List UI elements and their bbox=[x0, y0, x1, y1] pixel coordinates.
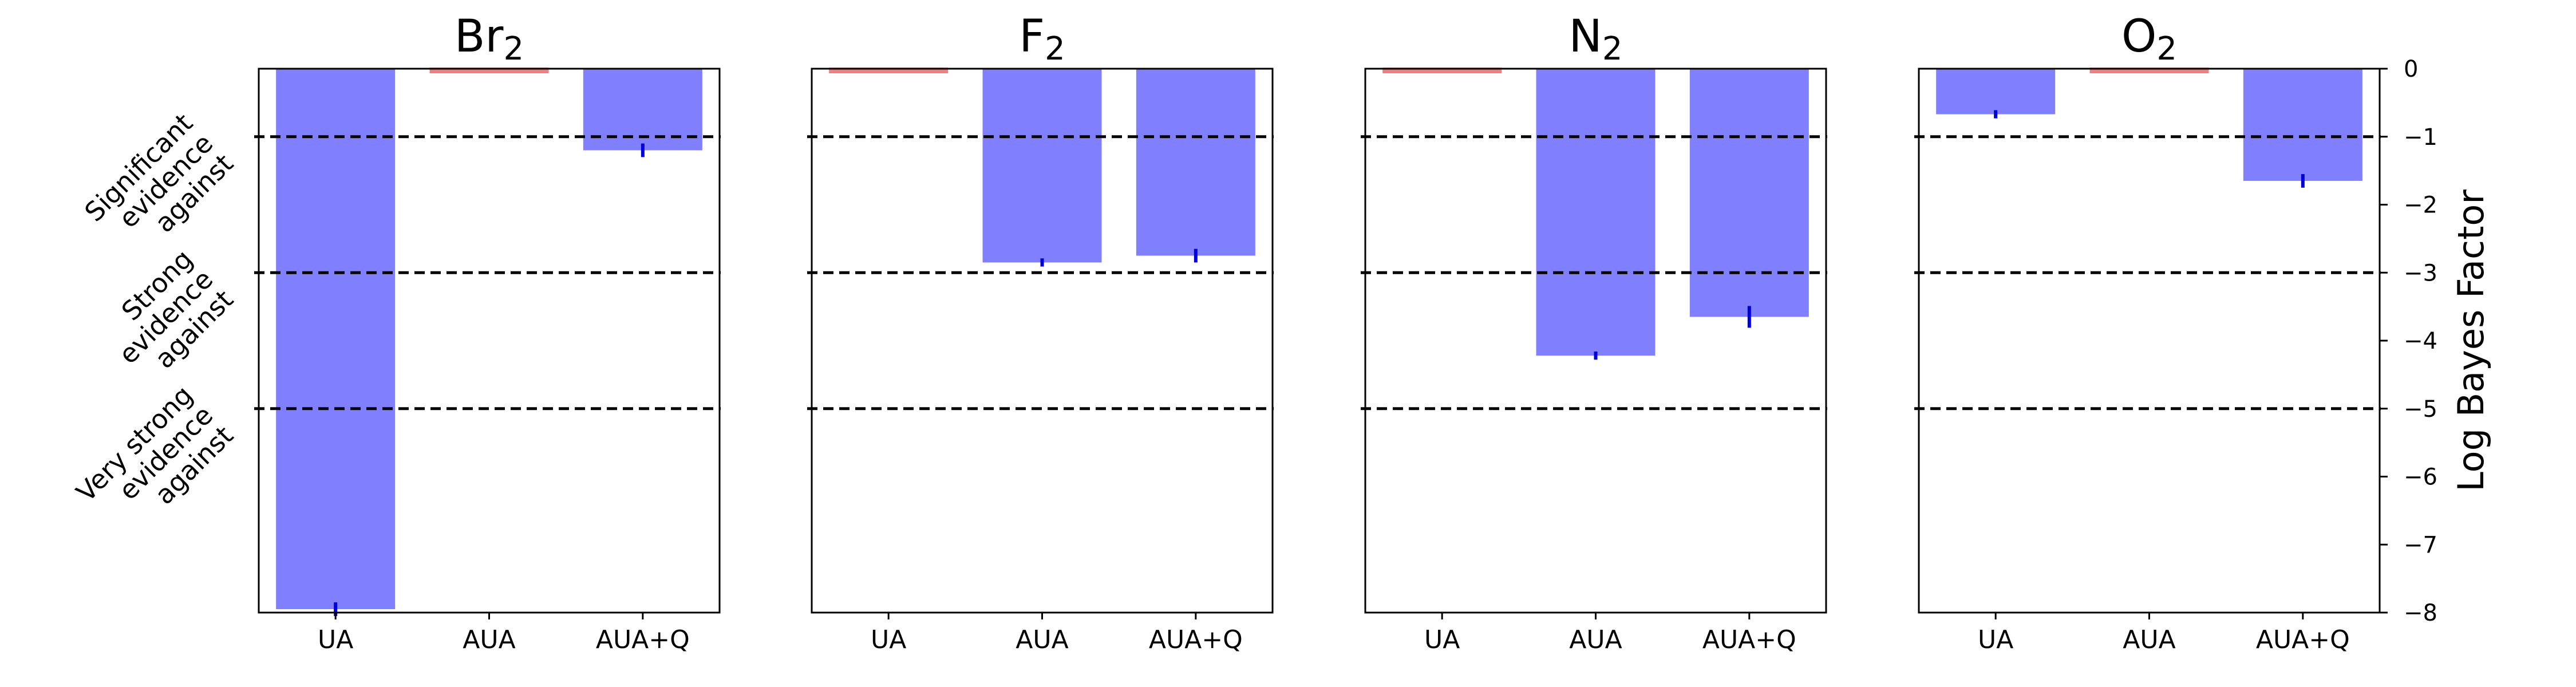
x-tick-label: AUA+Q bbox=[1702, 625, 1796, 654]
evidence-label: Significantevidenceagainst bbox=[78, 108, 239, 269]
x-tick-label: UA bbox=[871, 625, 906, 654]
y-tick-label: −8 bbox=[2404, 600, 2437, 626]
y-tick-label: −2 bbox=[2404, 192, 2437, 219]
panel-title: F2 bbox=[1019, 11, 1065, 68]
x-tick-label: UA bbox=[1424, 625, 1460, 654]
bar bbox=[276, 69, 396, 610]
panel-title: N2 bbox=[1569, 11, 1623, 68]
evidence-label: Strongevidenceagainst bbox=[92, 243, 239, 390]
panel-title: Br2 bbox=[455, 11, 524, 68]
reference-bar bbox=[2089, 68, 2209, 73]
reference-bar bbox=[429, 68, 549, 73]
reference-bar bbox=[1382, 68, 1502, 73]
y-axis-label: Log Bayes Factor bbox=[2450, 189, 2492, 492]
evidence-label: Very strongevidenceagainst bbox=[70, 380, 239, 548]
y-tick-label: 0 bbox=[2404, 56, 2418, 82]
y-tick-label: −5 bbox=[2404, 396, 2437, 423]
x-tick-label: AUA bbox=[463, 625, 515, 654]
x-tick-label: AUA bbox=[1016, 625, 1068, 654]
x-tick-label: AUA bbox=[2123, 625, 2175, 654]
x-tick-label: AUA+Q bbox=[1149, 625, 1243, 654]
bar bbox=[1536, 69, 1656, 356]
y-tick-label: −4 bbox=[2404, 328, 2437, 354]
y-tick-label: −1 bbox=[2404, 124, 2437, 151]
bar bbox=[1936, 69, 2056, 114]
y-tick-label: −3 bbox=[2404, 260, 2437, 286]
x-tick-label: UA bbox=[1978, 625, 2013, 654]
x-tick-label: UA bbox=[318, 625, 353, 654]
bar bbox=[1689, 69, 1809, 317]
bar bbox=[982, 69, 1102, 263]
y-tick-label: −7 bbox=[2404, 532, 2437, 558]
bar bbox=[2243, 69, 2362, 181]
bar bbox=[1136, 69, 1255, 256]
x-tick-label: AUA bbox=[1569, 625, 1622, 654]
reference-bar bbox=[829, 68, 949, 73]
panel-title: O2 bbox=[2121, 11, 2177, 68]
y-tick-label: −6 bbox=[2404, 464, 2437, 491]
x-tick-label: AUA+Q bbox=[2256, 625, 2350, 654]
x-tick-label: AUA+Q bbox=[596, 625, 690, 654]
